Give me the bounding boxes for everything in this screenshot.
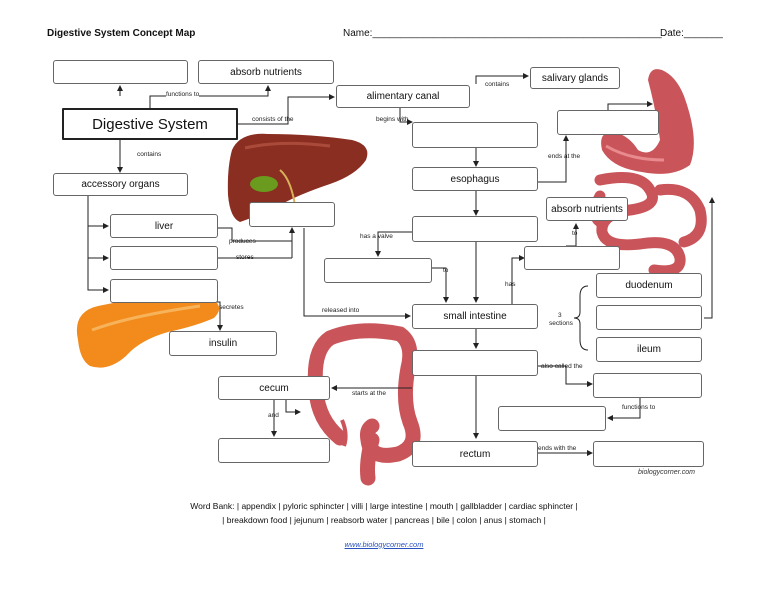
- link-also-called-the: also called the: [541, 363, 583, 370]
- esophagus-box: esophagus: [412, 167, 538, 191]
- footer-link-wrap: www.biologycorner.com: [0, 540, 768, 549]
- appendix-icon: [340, 419, 348, 447]
- pancreas-icon: [76, 293, 220, 368]
- rectum-box: rectum: [412, 441, 538, 467]
- word-bank-line-2: | breakdown food | jejunum | reabsorb wa…: [222, 515, 546, 525]
- blank-box-large-intestine[interactable]: [412, 350, 538, 376]
- alimentary-canal-box: alimentary canal: [336, 85, 470, 108]
- link-sections: sections: [549, 320, 573, 327]
- name-label: Name:: [343, 28, 373, 39]
- blank-box-jejunum[interactable]: [596, 305, 702, 330]
- small-intestine-box: small intestine: [412, 304, 538, 329]
- accessory-organs-box: accessory organs: [53, 173, 188, 196]
- small-intestine-text: small intestine: [443, 311, 507, 322]
- link-functions-to-top: functions to: [166, 91, 200, 98]
- link-functions-to-bottom: functions to: [622, 404, 656, 411]
- blank-box-stomach[interactable]: [557, 110, 659, 135]
- blank-box-reabsorb[interactable]: [498, 406, 606, 431]
- link-begins-with: begins with: [376, 116, 409, 123]
- link-has-a-valve: has a valve: [360, 233, 393, 240]
- liver-box: liver: [110, 214, 218, 238]
- insulin-text: insulin: [208, 338, 238, 349]
- ileum-text: ileum: [637, 344, 661, 355]
- link-contains-left: contains: [137, 151, 162, 158]
- link-consists-of-the: consists of the: [252, 116, 294, 123]
- rectum-text: rectum: [459, 448, 491, 460]
- absorb-nutrients-right-box: absorb nutrients: [546, 197, 628, 221]
- liver-text: liver: [154, 220, 174, 232]
- stomach-icon: [601, 69, 694, 174]
- link-released-into: released into: [322, 307, 360, 314]
- ileum-box: ileum: [596, 337, 702, 362]
- link-ends-at-the: ends at the: [548, 153, 581, 160]
- date-field[interactable]: Date:_______: [660, 28, 723, 39]
- page-title: Digestive System Concept Map: [47, 28, 196, 39]
- salivary-glands-box: salivary glands: [530, 67, 620, 89]
- duodenum-text: duodenum: [625, 280, 673, 291]
- credit-text: biologycorner.com: [638, 469, 695, 476]
- digestive-system-box: Digestive System: [62, 108, 238, 140]
- date-line: _______: [683, 28, 723, 39]
- link-produces: produces: [229, 238, 256, 245]
- sections-brace: [573, 285, 589, 351]
- footer-link[interactable]: www.biologycorner.com: [344, 540, 424, 549]
- link-ends-with-the: ends with the: [538, 445, 577, 452]
- cecum-box: cecum: [218, 376, 330, 400]
- blank-box-pancreas[interactable]: [110, 279, 218, 303]
- absorb-nutrients-top-text: absorb nutrients: [230, 66, 302, 78]
- absorb-nutrients-top-box: absorb nutrients: [198, 60, 334, 84]
- name-field[interactable]: Name:___________________________________…: [343, 28, 662, 39]
- blank-box-valve[interactable]: [324, 258, 432, 283]
- link-stores: stores: [236, 254, 254, 261]
- duodenum-box: duodenum: [596, 273, 702, 298]
- liver-icon: [227, 133, 368, 222]
- link-sections-count: 3: [558, 312, 562, 319]
- digestive-system-text: Digestive System: [92, 115, 208, 133]
- word-bank-line-1: Word Bank: | appendix | pyloric sphincte…: [190, 501, 578, 511]
- link-has: has: [505, 281, 516, 288]
- link-and: and: [268, 412, 279, 419]
- link-to-mid: to: [443, 267, 449, 274]
- link-secretes: secretes: [219, 304, 244, 311]
- alimentary-canal-text: alimentary canal: [366, 91, 440, 102]
- blank-box-functions[interactable]: [53, 60, 188, 84]
- blank-box-villi[interactable]: [524, 246, 620, 270]
- cecum-text: cecum: [259, 382, 289, 394]
- blank-box-begins[interactable]: [412, 122, 538, 148]
- accessory-organs-text: accessory organs: [81, 179, 160, 190]
- link-contains-top: contains: [485, 81, 510, 88]
- absorb-nutrients-right-text: absorb nutrients: [551, 203, 623, 215]
- blank-box-stomach-flow[interactable]: [412, 216, 538, 242]
- blank-box-colon[interactable]: [593, 373, 702, 398]
- link-to-right: to: [572, 230, 578, 237]
- link-starts-at-the: starts at the: [352, 390, 386, 397]
- salivary-glands-text: salivary glands: [541, 72, 609, 84]
- name-line: ________________________________________…: [372, 28, 662, 39]
- date-label: Date:: [660, 28, 684, 39]
- blank-box-produces[interactable]: [249, 202, 335, 227]
- insulin-box: insulin: [169, 331, 277, 356]
- blank-box-appendix[interactable]: [218, 438, 330, 463]
- esophagus-text: esophagus: [450, 173, 500, 185]
- blank-box-anus[interactable]: [593, 441, 704, 467]
- blank-box-gallbladder[interactable]: [110, 246, 218, 270]
